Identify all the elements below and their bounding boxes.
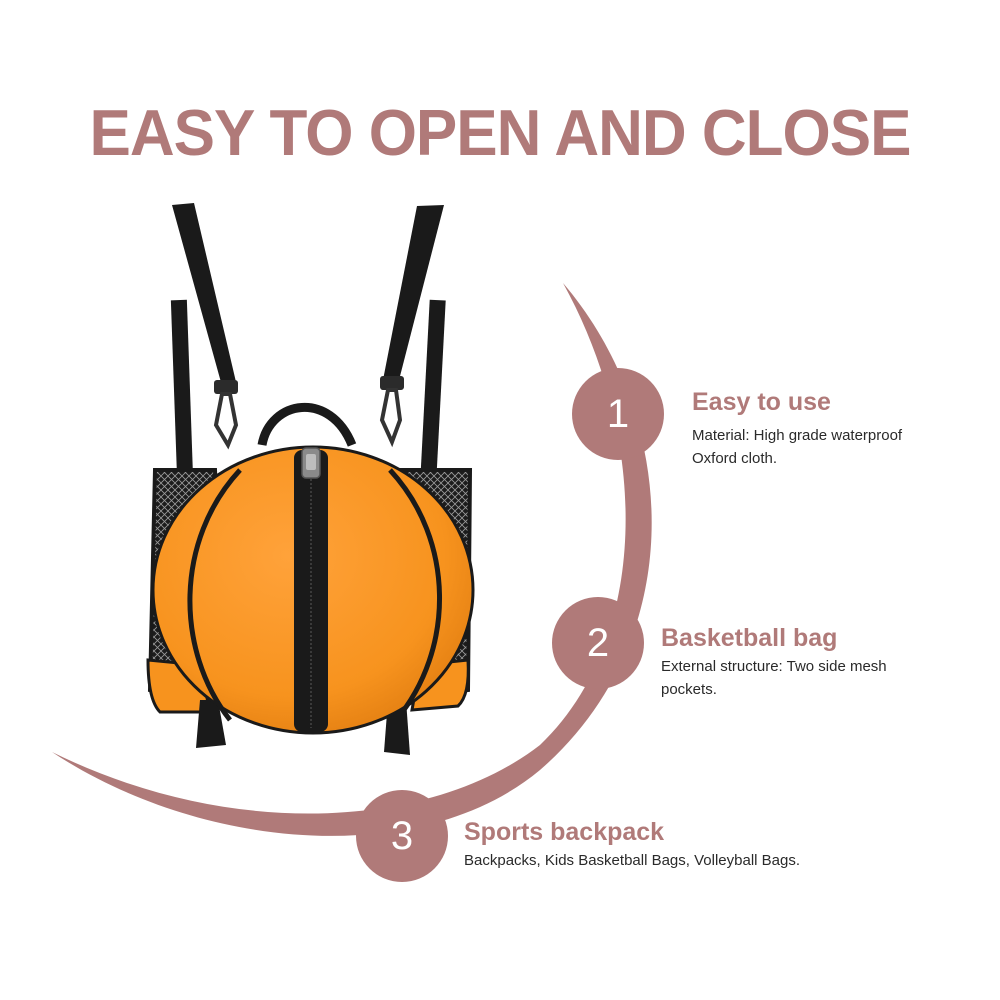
right-clasp [379,376,404,448]
decorative-arc [52,283,652,836]
right-strap [383,205,444,384]
feature-title: Basketball bag [661,624,838,652]
feature-number-badge: 3 [356,790,448,882]
left-clasp [213,380,239,450]
feature-description: External structure: Two side mesh pocket… [661,658,887,698]
feature-number-badge: 2 [552,597,644,689]
left-strap [172,203,236,386]
headline: EASY TO OPEN AND CLOSE [89,97,912,170]
zipper-pull [301,447,321,479]
product-image [146,203,475,755]
carry-handle [257,402,357,447]
feature-description: Backpacks, Kids Basketball Bags, Volleyb… [464,852,801,869]
feature-number-badge: 1 [572,368,664,460]
feature-description: Material: High grade waterproof Oxford c… [692,427,903,467]
feature-title: Easy to use [692,388,831,416]
feature-title: Sports backpack [464,818,665,846]
